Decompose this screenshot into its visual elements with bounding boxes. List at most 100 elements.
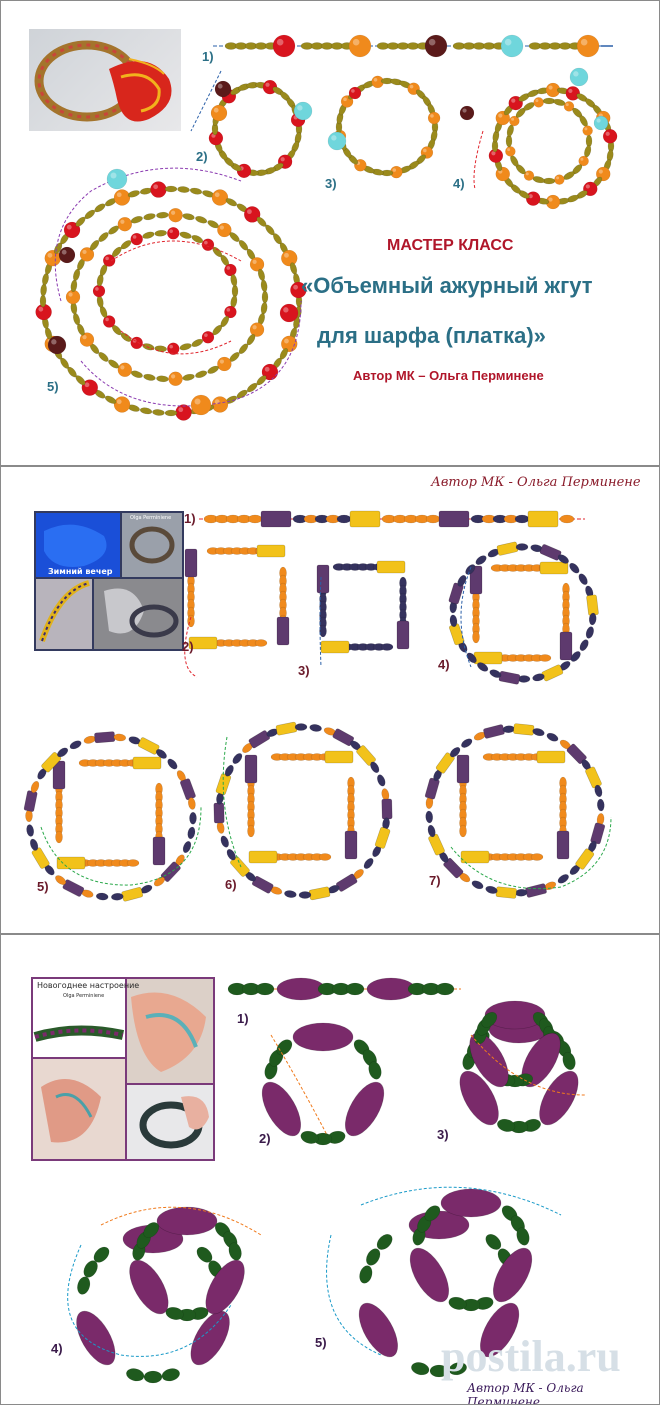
seed-bead (187, 826, 196, 840)
seed-bead (585, 626, 594, 639)
seed-bead (345, 982, 365, 996)
round-bead (47, 335, 67, 355)
oval-bead (459, 1070, 499, 1126)
panel-rope-scheme-3: Новогоднее настроение Olga Perminiene 1)… (0, 934, 660, 1405)
bead-highlight (82, 249, 87, 255)
round-bead (523, 170, 535, 181)
tube-bead (132, 756, 162, 770)
tube-bead (424, 777, 440, 800)
bead-highlight (47, 252, 53, 258)
photo-caption-winter: Зимний вечер (48, 567, 113, 576)
round-bead (102, 254, 116, 267)
seed-bead (93, 1246, 110, 1263)
seed-bead (55, 830, 63, 844)
seed-bead (516, 1227, 530, 1246)
seed-bead (532, 673, 545, 682)
step-label-5: 5) (47, 379, 59, 394)
seed-bead (247, 514, 263, 524)
bead-highlight (556, 176, 560, 180)
oval-bead (344, 1081, 385, 1137)
round-bead (563, 101, 575, 112)
bead-highlight (105, 317, 109, 322)
round-bead (525, 191, 541, 206)
tube-bead (469, 565, 483, 595)
bead-highlight (297, 105, 303, 111)
round-bead (210, 104, 228, 122)
tube-bead (213, 802, 225, 824)
seed-bead (578, 573, 588, 585)
round-bead (167, 342, 180, 356)
seed-bead (98, 232, 109, 242)
bead-highlight (219, 225, 225, 230)
seed-bead (276, 1039, 293, 1056)
bead-highlight (153, 184, 159, 190)
round-bead (168, 207, 183, 223)
step-label-2-4: 4) (438, 657, 450, 672)
bead-highlight (213, 107, 219, 113)
seed-bead (530, 853, 544, 861)
seed-bead (448, 1362, 467, 1376)
seed-bead (84, 209, 96, 220)
round-bead (217, 356, 232, 372)
round-bead (272, 34, 296, 58)
bead-highlight (491, 151, 496, 156)
bead-highlight (585, 184, 590, 189)
title-line-1: «Объемный ажурный жгут (301, 273, 593, 298)
seed-bead (226, 849, 236, 861)
panel-rope-scheme-2: Автор МК - Ольга Перминене Зимний вечер … (0, 466, 660, 934)
tube-bead (585, 766, 602, 789)
round-bead (279, 303, 299, 323)
tube-bead (152, 836, 166, 866)
bead-highlight (95, 287, 99, 291)
tube-bead (256, 544, 286, 558)
tube-bead (586, 594, 599, 616)
oval-bead (440, 1188, 502, 1218)
thread-path (326, 1234, 382, 1356)
thread-path (40, 806, 202, 886)
tube-bead (23, 790, 38, 812)
seed-bead (126, 859, 140, 867)
round-bead (113, 396, 131, 413)
step-label-2-1: 1) (184, 511, 196, 526)
seed-bead (448, 1296, 467, 1310)
seed-bead (368, 1061, 382, 1080)
seed-bead (298, 891, 312, 899)
thread-path (319, 576, 322, 668)
seed-bead (546, 732, 559, 742)
seed-bead (229, 232, 240, 242)
round-bead (63, 221, 81, 239)
oval-bead (156, 1206, 218, 1236)
oval-bead (358, 1302, 398, 1358)
bead-highlight (580, 38, 588, 46)
seed-bead (471, 880, 484, 890)
seed-bead (139, 407, 153, 415)
round-bead (602, 129, 618, 144)
seed-bead (154, 345, 167, 353)
seed-bead (366, 1248, 381, 1266)
round-bead (168, 371, 183, 387)
bead-highlight (462, 108, 467, 113)
tube-bead (376, 560, 406, 574)
round-bead (214, 80, 232, 98)
seed-bead (55, 875, 67, 885)
seed-bead (167, 758, 178, 770)
oval-bead (76, 1310, 116, 1366)
tube-bead (483, 724, 505, 739)
round-bead (217, 222, 232, 238)
step-label-2-7: 7) (429, 873, 441, 888)
bead-highlight (423, 148, 427, 153)
bead-highlight (293, 284, 298, 290)
seed-bead (300, 1130, 319, 1144)
step-label-2-5: 5) (37, 879, 49, 894)
oval-bead (492, 1247, 533, 1303)
seed-bead (260, 279, 268, 293)
bead-highlight (178, 407, 184, 413)
round-bead (281, 249, 298, 267)
thread-path (190, 70, 222, 132)
seed-bead (514, 514, 530, 524)
round-bead (249, 322, 265, 337)
bead-highlight (116, 192, 122, 198)
tube-bead (525, 883, 547, 898)
thread-path (270, 1034, 328, 1136)
seed-bead (497, 1118, 516, 1132)
